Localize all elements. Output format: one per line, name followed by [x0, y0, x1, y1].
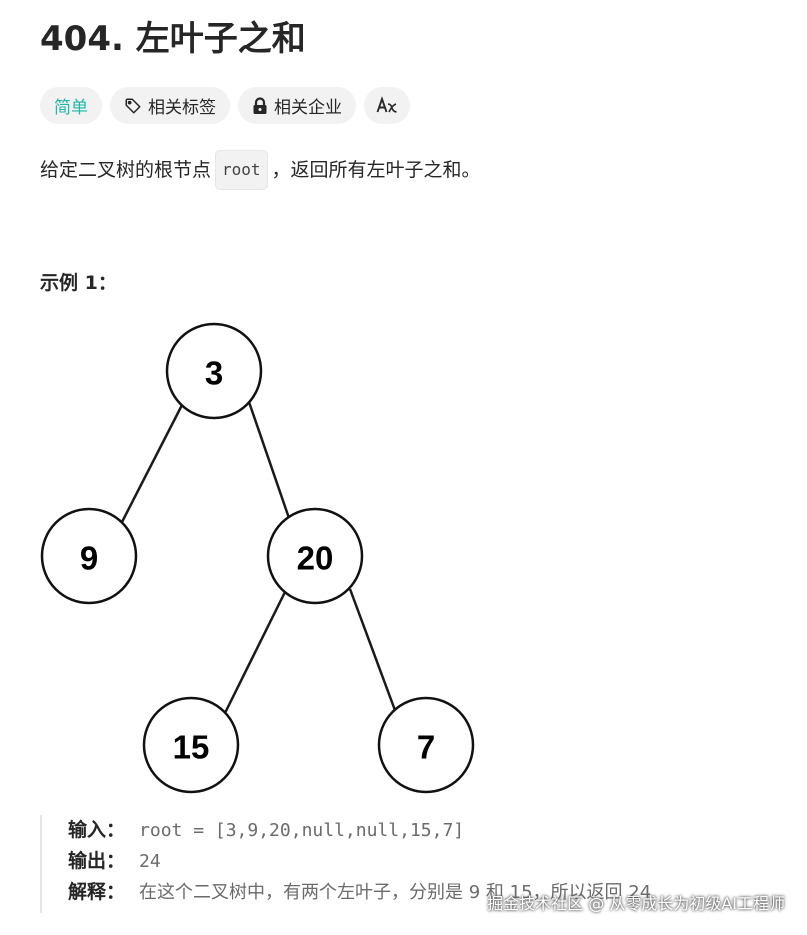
- example-io-block: 输入： root = [3,9,20,null,null,15,7] 输出： 2…: [40, 815, 800, 913]
- description-text-before: 给定二叉树的根节点: [40, 159, 212, 181]
- tree-node-circle: [266, 507, 364, 605]
- tree-edge: [247, 401, 292, 522]
- related-tags-button[interactable]: 相关标签: [110, 87, 230, 124]
- input-label: 输入：: [68, 819, 126, 841]
- lock-icon: [252, 96, 268, 115]
- description-text-after: ，返回所有左叶子之和。: [271, 159, 481, 181]
- tree-node-circle: [142, 696, 240, 794]
- tree-edge: [223, 591, 287, 714]
- tag-icon: [124, 97, 142, 115]
- tree-node-circle: [377, 696, 475, 794]
- tree-edge: [348, 588, 398, 714]
- tree-node-label: 3: [205, 355, 223, 392]
- translate-button[interactable]: [364, 87, 410, 124]
- translate-icon: [376, 95, 398, 116]
- related-companies-button[interactable]: 相关企业: [238, 87, 356, 124]
- tag-bar: 简单 相关标签 相关企业: [40, 87, 410, 124]
- example-output-row: 输出： 24: [68, 846, 800, 877]
- example-title: 示例 1：: [40, 272, 117, 294]
- problem-title: 404. 左叶子之和: [40, 19, 306, 59]
- tree-node-circle: [40, 507, 138, 605]
- tree-node-label: 20: [297, 540, 334, 577]
- root-code: root: [215, 150, 268, 190]
- problem-description: 给定二叉树的根节点 root ，返回所有左叶子之和。: [40, 150, 481, 190]
- tree-edge: [120, 404, 184, 523]
- example-input-row: 输入： root = [3,9,20,null,null,15,7]: [68, 815, 800, 846]
- explanation-value: 在这个二叉树中，有两个左叶子，分别是 9 和 15，所以返回 24: [139, 882, 652, 903]
- related-tags-label: 相关标签: [148, 98, 216, 118]
- tree-node-label: 15: [173, 729, 210, 766]
- example-explanation-row: 解释： 在这个二叉树中，有两个左叶子，分别是 9 和 15，所以返回 24: [68, 877, 800, 908]
- input-value: root = [3,9,20,null,null,15,7]: [139, 820, 465, 841]
- tree-node-label: 7: [417, 729, 435, 766]
- difficulty-badge[interactable]: 简单: [40, 87, 102, 124]
- related-companies-label: 相关企业: [274, 98, 342, 118]
- tree-node-circle: [165, 322, 263, 420]
- output-label: 输出：: [68, 850, 126, 872]
- explanation-label: 解释：: [68, 881, 126, 903]
- difficulty-label: 简单: [54, 98, 88, 118]
- tree-node-label: 9: [80, 540, 98, 577]
- watermark: 掘金技术社区 @ 从零成长为初级AI工程师: [487, 894, 785, 913]
- output-value: 24: [139, 851, 161, 872]
